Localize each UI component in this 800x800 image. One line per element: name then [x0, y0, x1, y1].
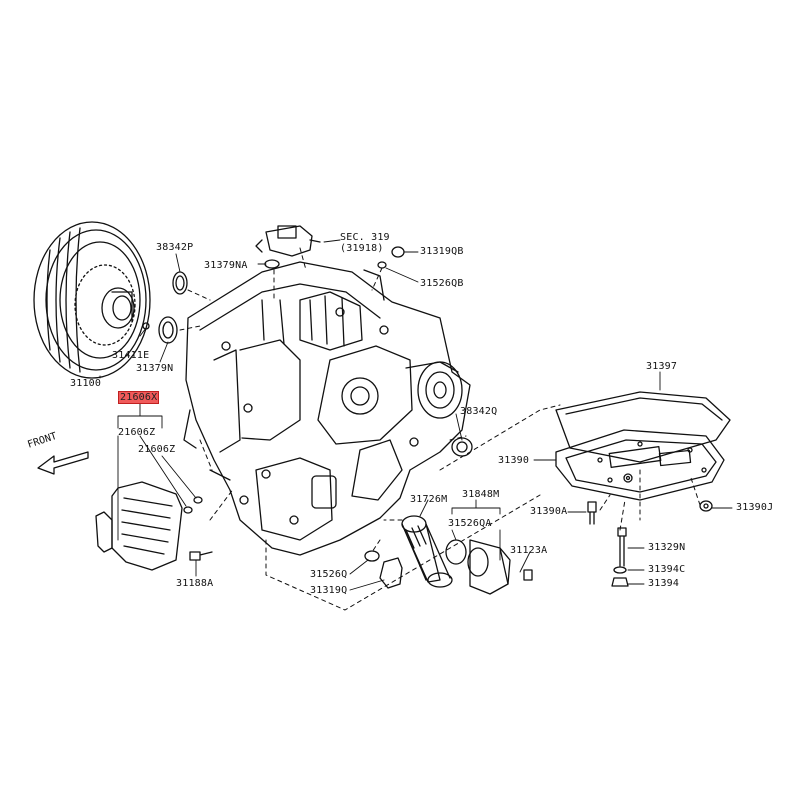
label-38342q: 38342Q	[460, 406, 498, 417]
label-31397: 31397	[646, 361, 678, 372]
label-31379na: 31379NA	[204, 260, 248, 271]
label-31726m: 31726M	[410, 494, 448, 505]
label-38342p: 38342P	[156, 242, 194, 253]
solenoid-31848m	[445, 539, 511, 595]
label-31526q: 31526Q	[310, 569, 348, 580]
label-31329n: 31329N	[648, 542, 686, 553]
plug-31319q	[379, 557, 403, 589]
label-31526qb: 31526QB	[420, 278, 464, 289]
label-31100: 31100	[70, 378, 102, 389]
label-31379n: 31379N	[136, 363, 174, 374]
oil-pan-31390	[555, 391, 731, 501]
label-31390a: 31390A	[530, 506, 568, 517]
washer-31379na	[264, 259, 280, 269]
drain-plug-31394	[611, 577, 629, 587]
filter-31726m	[401, 515, 453, 588]
label-31319qb: 31319QB	[420, 246, 464, 257]
washer-31526qb	[377, 261, 387, 269]
label-sec-319: SEC. 319	[340, 232, 390, 243]
oil-cooler-21606x	[95, 481, 203, 571]
label-31390: 31390	[498, 455, 530, 466]
torque-converter-31100	[33, 221, 151, 379]
seal-31379n	[158, 316, 178, 344]
bolt-31188a	[189, 551, 213, 561]
bolt-31390a	[587, 501, 597, 525]
label-31123a: 31123A	[510, 545, 548, 556]
label-31848m: 31848M	[462, 489, 500, 500]
label-sec-319-sub: (31918)	[340, 243, 384, 254]
bolt-31329n	[617, 527, 627, 567]
seal-38342p	[172, 271, 188, 295]
label-31390j: 31390J	[736, 502, 774, 513]
label-31394c: 31394C	[648, 564, 686, 575]
bolt-31319qb	[391, 246, 405, 258]
o-ring-31411e	[142, 322, 150, 330]
label-21606z-a: 21606Z	[118, 427, 156, 438]
label-31394: 31394	[648, 578, 680, 589]
front-arrow-icon	[37, 451, 89, 475]
washer-31394c	[613, 566, 627, 574]
transmission-case	[183, 261, 471, 556]
bolt-31123a	[523, 569, 533, 581]
label-31188a: 31188A	[176, 578, 214, 589]
sensor-sec-319	[255, 225, 321, 257]
washer-31526q	[364, 550, 380, 562]
label-21606x: 21606X	[118, 391, 160, 404]
washer-31390j	[699, 500, 713, 512]
label-31411e: 31411E	[112, 350, 150, 361]
label-31319q: 31319Q	[310, 585, 348, 596]
label-31526qa: 31526QA	[448, 518, 492, 529]
seal-38342q	[451, 437, 473, 457]
label-21606z-b: 21606Z	[138, 444, 176, 455]
